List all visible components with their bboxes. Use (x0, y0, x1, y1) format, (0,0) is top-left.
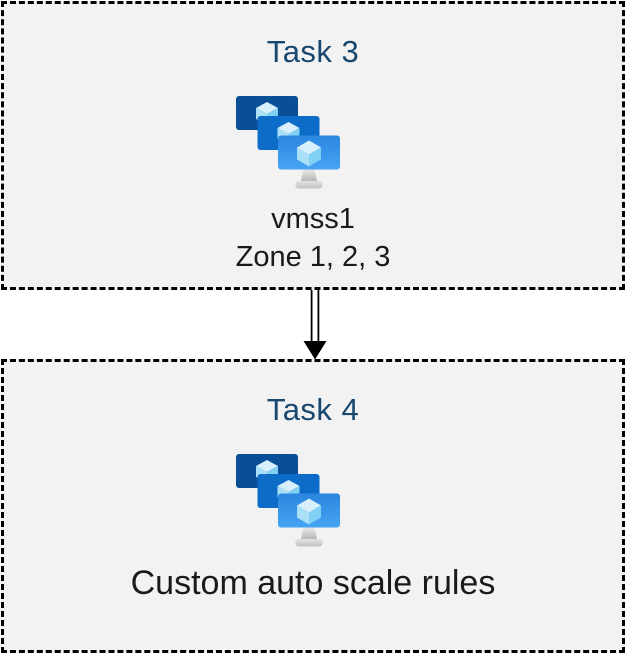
double-line-arrow (303, 290, 327, 360)
vm-scale-sets-icon (236, 95, 346, 195)
zones-text: Zone 1, 2, 3 (235, 241, 391, 273)
task3-title: Task 3 (266, 34, 360, 69)
task4-label: Custom auto scale rules (131, 562, 496, 604)
vmss-name-text: vmss1 (271, 203, 355, 235)
task4-box: Task 4 Custom auto scale rules (1, 359, 625, 653)
task4-title: Task 4 (266, 392, 360, 427)
vm-scale-sets-icon (236, 453, 346, 553)
task3-label: vmss1 Zone 1, 2, 3 (236, 200, 391, 276)
autoscale-rules-text: Custom auto scale rules (130, 564, 496, 602)
task3-box: Task 3 vmss1 Zone 1, 2, 3 (1, 1, 625, 290)
